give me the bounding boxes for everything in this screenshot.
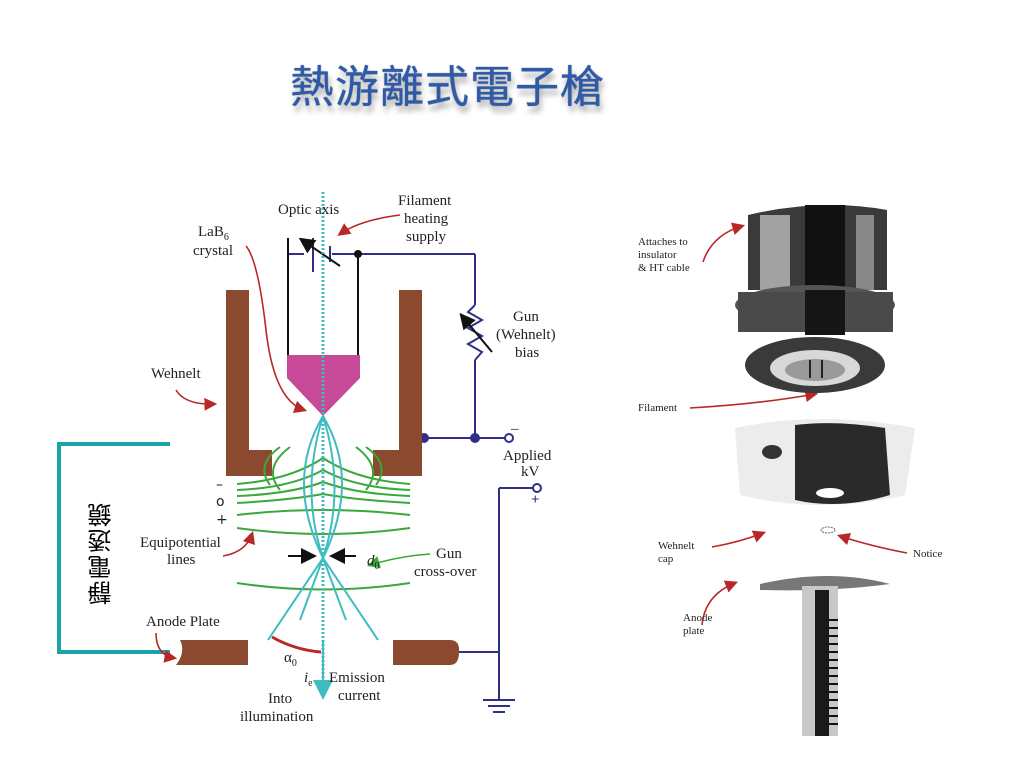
d0-text: d <box>367 553 375 569</box>
variable-bias-arrow <box>459 312 493 353</box>
potential-zero: o <box>216 494 225 510</box>
wehnelt-pointer <box>175 389 218 411</box>
wehnelt-right <box>373 290 422 476</box>
filament-supply-pointer <box>337 214 401 236</box>
lab6-pointer <box>245 245 308 414</box>
filament-photo-label: Filament <box>638 402 678 414</box>
anode-photo-label-1: Anode <box>683 612 713 624</box>
potential-minus: – <box>216 477 223 493</box>
wehnelt-cap-pointer <box>711 530 766 548</box>
wehnelt-left <box>226 290 272 476</box>
emission-current-label-1: Emission <box>329 670 385 686</box>
attaches-label-3: & HT cable <box>638 262 690 274</box>
equipotential-label-2: lines <box>167 552 196 568</box>
attaches-pointer <box>702 222 746 263</box>
anode-plate-left <box>176 640 248 665</box>
gun-bias-label-2: (Wehnelt) <box>496 327 556 343</box>
crystal-label: crystal <box>193 243 233 259</box>
anode-plate-pointer <box>155 632 178 663</box>
gun-crossover-label-2: cross-over <box>414 564 477 580</box>
into-illumination-label-1: Into <box>268 691 293 707</box>
ie-text: i <box>304 670 309 686</box>
equipotential-pointer <box>222 530 256 557</box>
attaches-label-2: insulator <box>638 249 677 261</box>
d0-subscript: 0 <box>374 561 380 572</box>
lens-bracket <box>57 442 170 654</box>
filament-supply-label-3: supply <box>406 229 447 245</box>
anode-plate-label: Anode Plate <box>146 614 220 630</box>
ie-subscript: e <box>308 678 313 689</box>
electron-beam-rays <box>267 415 379 641</box>
lab6-text: LaB <box>198 224 224 240</box>
wehnelt-cap-label-2: cap <box>658 553 674 565</box>
anode-photo-pointer <box>701 580 738 626</box>
applied-kv-label-2: kV <box>521 464 540 480</box>
anode-photo-label-2: plate <box>683 625 705 637</box>
lab6-subscript: 6 <box>223 232 229 243</box>
applied-kv-label-1: Applied <box>503 448 552 464</box>
applied-kv-negative-terminal <box>504 433 514 443</box>
filament-supply-symbol <box>312 238 331 272</box>
equipotential-label-1: Equipotential <box>140 535 221 551</box>
gun-bias-label-1: Gun <box>513 309 539 325</box>
gun-crossover-label-1: Gun <box>436 546 462 562</box>
filament-supply-label-1: Filament <box>398 193 452 209</box>
junction-dot <box>470 433 480 443</box>
optic-axis-label: Optic axis <box>278 202 340 218</box>
into-illumination-label-2: illumination <box>240 709 314 725</box>
filament-supply-label-2: heating <box>404 211 449 227</box>
anode-plate-right <box>393 640 460 665</box>
potential-plus: + <box>216 512 228 528</box>
d0-label: d0 <box>367 553 380 575</box>
lab6-label: LaB6 <box>198 224 229 246</box>
alpha0-label: α0 <box>284 650 297 672</box>
attaches-label-1: Attaches to <box>638 236 688 248</box>
filament-photo-pointer <box>689 389 819 409</box>
notice-pointer <box>836 532 908 554</box>
notice-label: Notice <box>913 548 943 560</box>
wehnelt-label: Wehnelt <box>151 366 201 382</box>
emission-current-label-2: current <box>338 688 381 704</box>
variable-supply-arrow <box>298 237 341 267</box>
electron-gun-photo <box>735 205 915 736</box>
gun-bias-label-3: bias <box>515 345 540 361</box>
applied-kv-positive-terminal <box>532 483 542 493</box>
alpha0-subscript: 0 <box>291 658 297 669</box>
slide-title: 熱游離式電子槍 <box>290 62 605 113</box>
ie-label: ie <box>304 670 313 692</box>
alpha0-arc <box>271 635 322 654</box>
crossover-pointer <box>366 553 431 569</box>
applied-kv-minus: – <box>511 421 519 437</box>
alpha0-text: α <box>284 650 292 666</box>
circuit-wires <box>288 253 536 713</box>
applied-kv-plus: + <box>531 492 540 508</box>
wehnelt-cap-label-1: Wehnelt <box>658 540 695 552</box>
